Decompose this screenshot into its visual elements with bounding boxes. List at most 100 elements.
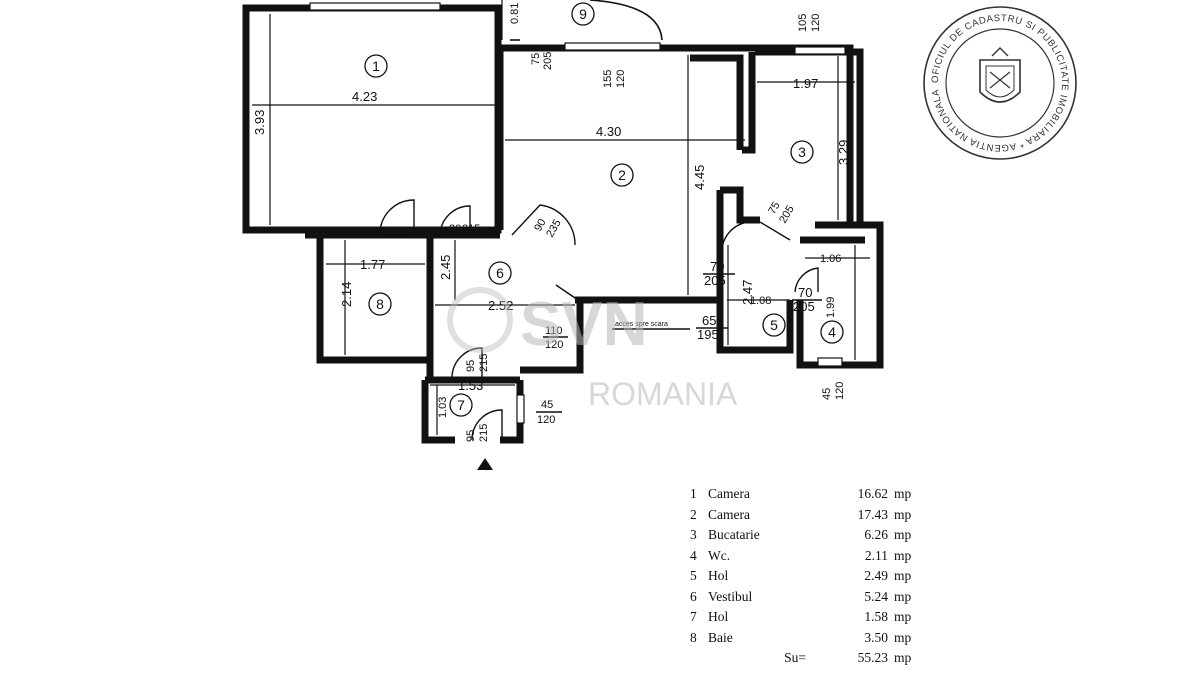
official-stamp: OFICIUL DE CADASTRU SI PUBLICITATE IMOBI… <box>0 0 1077 160</box>
legend-room-number: 3 <box>690 527 697 543</box>
svg-text:205: 205 <box>542 52 554 70</box>
legend-room-name: Hol <box>708 609 729 625</box>
legend-room-area: 6.26 <box>864 527 888 543</box>
dim-room1-height: 3.93 <box>252 110 267 135</box>
svg-text:70: 70 <box>380 227 392 239</box>
dim-room3-width: 1.97 <box>793 76 818 91</box>
legend-room-name: Hol <box>708 568 729 584</box>
legend-room-unit: mp <box>894 527 912 543</box>
svg-text:120: 120 <box>834 382 846 400</box>
dim-room2-width: 4.30 <box>596 124 621 139</box>
room-marker-8: 8 <box>368 292 392 316</box>
svg-text:90: 90 <box>532 217 549 234</box>
opening-9: 110 120 <box>543 325 568 351</box>
svg-text:205: 205 <box>390 227 408 239</box>
svg-text:65: 65 <box>702 313 716 328</box>
svg-text:70: 70 <box>798 285 812 300</box>
legend-room-number: 4 <box>690 547 697 563</box>
svg-text:70: 70 <box>710 259 724 274</box>
legend-room-area: 2.49 <box>864 568 888 584</box>
door-swings <box>379 199 819 441</box>
svg-text:75: 75 <box>530 53 542 65</box>
svg-text:2: 2 <box>618 167 626 183</box>
legend-room-area: 17.43 <box>857 506 888 522</box>
svg-text:45: 45 <box>541 399 553 411</box>
opening-5: 80 215 <box>449 223 480 235</box>
legend-room-area: 3.50 <box>864 629 888 645</box>
stair-access-note: acces spre scara <box>615 321 668 328</box>
svg-text:4: 4 <box>828 324 836 340</box>
opening-labels: 75 205 155 120 105 120 70 205 80 215 90 … <box>380 14 846 442</box>
dim-room4-height: 1.99 <box>825 297 837 318</box>
legend-room-number: 5 <box>690 568 697 584</box>
opening-2: 155 120 <box>602 70 627 88</box>
walls <box>242 0 884 444</box>
room-number-markers: 1 2 3 4 5 6 7 8 9 <box>364 2 844 417</box>
svg-text:6: 6 <box>496 265 504 281</box>
room-4-walls <box>796 221 884 369</box>
legend-row: 5 Hol 2.49 mp <box>690 566 930 587</box>
svg-text:7: 7 <box>457 397 465 413</box>
opening-11: 95 215 <box>465 424 490 442</box>
watermark-logo-icon <box>447 287 513 353</box>
legend-total-unit: mp <box>894 650 912 666</box>
legend-room-unit: mp <box>894 547 912 563</box>
dimension-lines <box>252 0 870 435</box>
legend-total-area: 55.23 <box>857 650 888 666</box>
opening-13: 45 120 <box>821 382 846 400</box>
svg-text:95: 95 <box>465 360 477 372</box>
dim-room6-width: 2.52 <box>488 298 513 313</box>
dim-room2-height: 4.45 <box>692 165 707 190</box>
opening-14: 75 205 <box>766 200 797 226</box>
opening-7: 70 205 <box>792 285 822 314</box>
stamp-text: OFICIUL DE CADASTRU SI PUBLICITATE IMOBI… <box>0 0 1069 153</box>
svg-text:120: 120 <box>810 14 822 32</box>
room-2-walls <box>500 44 854 222</box>
legend-room-area: 5.24 <box>864 588 888 604</box>
dim-room1-width: 4.23 <box>352 89 377 104</box>
room-5-walls <box>716 190 794 354</box>
room-1-walls <box>242 4 502 234</box>
opening-12: 45 120 <box>536 399 562 426</box>
legend-room-number: 1 <box>690 486 697 502</box>
legend-room-unit: mp <box>894 609 912 625</box>
room-marker-7: 7 <box>449 393 473 417</box>
legend-room-name: Camera <box>708 506 750 522</box>
room-marker-3: 3 <box>790 140 814 164</box>
svg-text:105: 105 <box>797 14 809 32</box>
room-marker-5: 5 <box>762 313 786 337</box>
dim-room4-width: 1.06 <box>820 253 841 265</box>
room-marker-9: 9 <box>571 2 595 26</box>
dim-room7-height: 1.03 <box>437 397 449 418</box>
dimension-labels: 4.23 3.93 4.30 4.45 1.97 3.29 1.77 2.14 … <box>252 3 851 418</box>
opening-6: 70 205 <box>703 259 735 288</box>
svg-text:120: 120 <box>615 70 627 88</box>
opening-15: 90 235 <box>532 217 564 240</box>
legend-room-unit: mp <box>894 568 912 584</box>
opening-10: 95 215 <box>465 354 490 372</box>
opening-3: 105 120 <box>797 14 822 32</box>
watermark-country: ROMANIA <box>588 376 738 412</box>
svg-text:120: 120 <box>537 414 555 426</box>
opening-4: 70 205 <box>380 227 408 239</box>
svg-text:5: 5 <box>770 317 778 333</box>
legend-room-name: Baie <box>708 629 733 645</box>
dim-room5-width: 1.08 <box>750 295 771 307</box>
legend-room-name: Vestibul <box>708 588 753 604</box>
svg-text:205: 205 <box>793 299 815 314</box>
dim-room5-height: 2.47 <box>740 280 755 305</box>
svg-text:95: 95 <box>465 430 477 442</box>
dim-room7-width: 1.53 <box>458 378 483 393</box>
legend-room-unit: mp <box>894 506 912 522</box>
legend-room-number: 6 <box>690 588 697 604</box>
legend-room-area: 16.62 <box>857 486 888 502</box>
